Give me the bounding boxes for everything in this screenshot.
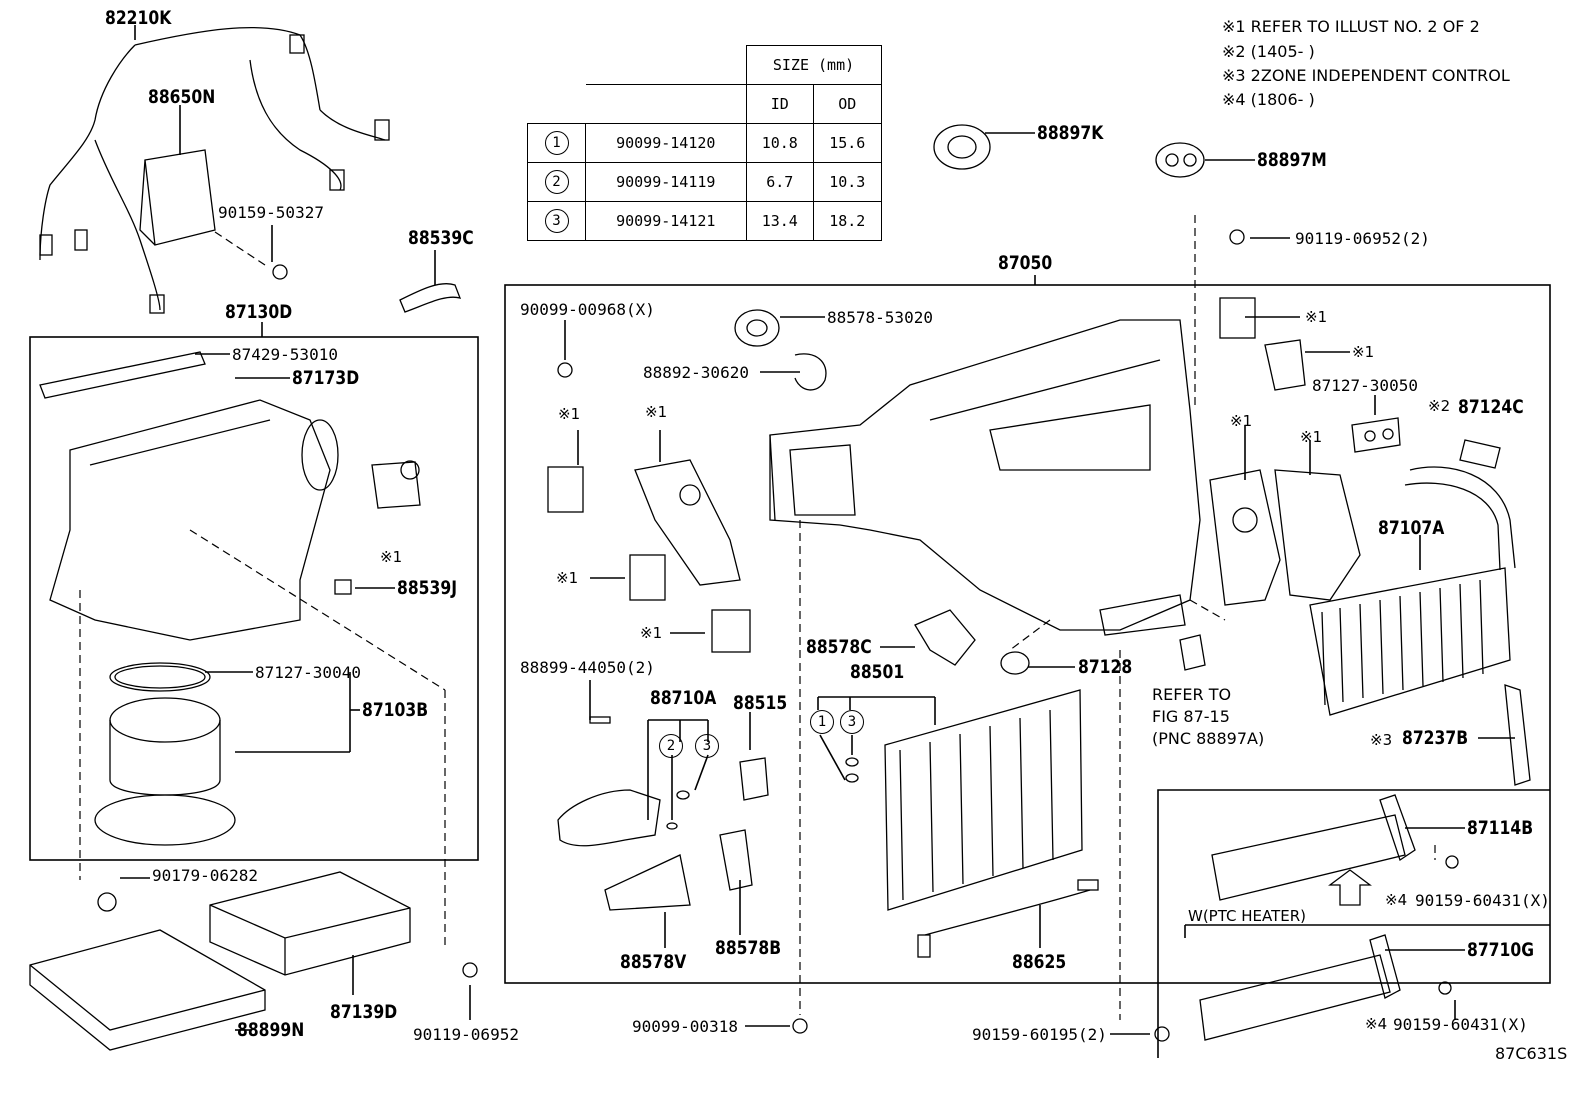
row-number: 3 (544, 209, 569, 233)
illustration-code: 87C631S (1495, 1044, 1568, 1063)
label-87050[interactable]: 87050 (998, 252, 1053, 274)
mark-ref1: ※1 (1352, 343, 1375, 361)
label-88539c[interactable]: 88539C (408, 227, 474, 249)
label-90159-60431x-b[interactable]: 90159-60431(X) (1393, 1015, 1528, 1034)
label-87103b[interactable]: 87103B (362, 699, 429, 721)
label-88650n[interactable]: 88650N (148, 86, 216, 108)
note-3: ※3 2ZONE INDEPENDENT CONTROL (1222, 66, 1510, 85)
row-id: 13.4 (745, 201, 814, 241)
label-88625[interactable]: 88625 (1012, 951, 1067, 973)
label-88578v[interactable]: 88578V (620, 951, 687, 973)
row-id: 10.8 (745, 123, 814, 163)
label-87124c[interactable]: 87124C (1458, 396, 1524, 418)
label-88578b[interactable]: 88578B (715, 937, 782, 959)
row-id: 6.7 (745, 162, 814, 202)
label-87128[interactable]: 87128 (1078, 656, 1133, 678)
label-87127-30050[interactable]: 87127-30050 (1312, 376, 1418, 395)
box-ptc (1157, 789, 1550, 1058)
refer-line-1: REFER TO (1152, 685, 1232, 704)
row-od: 18.2 (813, 201, 882, 241)
table-row: 1 90099-14120 10.8 15.6 (527, 123, 882, 163)
label-87710g[interactable]: 87710G (1467, 939, 1534, 961)
label-88897m[interactable]: 88897M (1257, 149, 1327, 171)
size-header: SIZE (mm) (745, 45, 882, 85)
note-4: ※4 (1806- ) (1222, 90, 1315, 109)
circle-number: 2 (659, 734, 683, 758)
mark-ref2: ※2 (1428, 397, 1451, 415)
label-87127-30040[interactable]: 87127-30040 (255, 663, 361, 682)
label-87139d[interactable]: 87139D (330, 1001, 398, 1023)
label-88539j[interactable]: 88539J (397, 577, 458, 599)
label-90179-06282[interactable]: 90179-06282 (152, 866, 258, 885)
label-90159-60195-2[interactable]: 90159-60195(2) (972, 1025, 1107, 1044)
table-row: 2 90099-14119 6.7 10.3 (527, 162, 882, 202)
mark-ref1: ※1 (1230, 412, 1253, 430)
mark-ref1: ※1 (645, 403, 668, 421)
mark-ref1: ※1 (556, 569, 579, 587)
mark-ref4: ※4 (1365, 1015, 1388, 1033)
label-90159-50327[interactable]: 90159-50327 (218, 203, 324, 222)
label-88710a[interactable]: 88710A (650, 687, 717, 709)
ptc-heater-label: W(PTC HEATER) (1188, 907, 1307, 925)
circle-number: 1 (810, 710, 834, 734)
row-od: 10.3 (813, 162, 882, 202)
label-88578-53020[interactable]: 88578-53020 (827, 308, 933, 327)
label-87107a[interactable]: 87107A (1378, 517, 1445, 539)
label-87114b[interactable]: 87114B (1467, 817, 1534, 839)
mark-ref1: ※1 (380, 548, 403, 566)
label-88899n[interactable]: 88899N (237, 1019, 305, 1041)
label-88892-30620[interactable]: 88892-30620 (643, 363, 749, 382)
label-87429-53010[interactable]: 87429-53010 (232, 345, 338, 364)
mark-ref1: ※1 (1305, 308, 1328, 326)
size-table: SIZE (mm) ID OD 1 90099-14120 10.8 15.6 … (527, 45, 882, 241)
label-82210k[interactable]: 82210K (105, 7, 172, 29)
row-part: 90099-14121 (585, 201, 747, 241)
label-90099-00318[interactable]: 90099-00318 (632, 1017, 738, 1036)
component-sketches (29, 26, 1531, 1051)
mark-ref3: ※3 (1370, 731, 1393, 749)
refer-line-3: (PNC 88897A) (1152, 729, 1265, 748)
row-number: 2 (544, 170, 569, 194)
refer-line-2: FIG 87-15 (1152, 707, 1230, 726)
label-90119-06952-2[interactable]: 90119-06952(2) (1295, 229, 1430, 248)
label-88515[interactable]: 88515 (733, 692, 788, 714)
mark-ref1: ※1 (558, 405, 581, 423)
label-88578c[interactable]: 88578C (806, 636, 872, 658)
label-90099-00968x[interactable]: 90099-00968(X) (520, 300, 655, 319)
circle-number: 3 (840, 710, 864, 734)
label-88501[interactable]: 88501 (850, 661, 905, 683)
row-number: 1 (544, 131, 569, 155)
table-row: 3 90099-14121 13.4 18.2 (527, 201, 882, 241)
note-1: ※1 REFER TO ILLUST NO. 2 OF 2 (1222, 17, 1480, 36)
mark-ref1: ※1 (1300, 428, 1323, 446)
label-88899-44050-2[interactable]: 88899-44050(2) (520, 658, 655, 677)
box-87130d (29, 336, 479, 861)
label-90119-06952[interactable]: 90119-06952 (413, 1025, 519, 1044)
mark-ref1: ※1 (640, 624, 663, 642)
box-87050 (504, 284, 1551, 984)
label-87130d[interactable]: 87130D (225, 301, 293, 323)
row-part: 90099-14120 (585, 123, 747, 163)
mark-ref4: ※4 (1385, 891, 1408, 909)
row-od: 15.6 (813, 123, 882, 163)
circle-number: 3 (695, 734, 719, 758)
label-90159-60431x-a[interactable]: 90159-60431(X) (1415, 891, 1550, 910)
label-87237b[interactable]: 87237B (1402, 727, 1469, 749)
label-87173d[interactable]: 87173D (292, 367, 360, 389)
od-header: OD (813, 84, 882, 124)
label-88897k[interactable]: 88897K (1037, 122, 1104, 144)
row-part: 90099-14119 (585, 162, 747, 202)
note-2: ※2 (1405- ) (1222, 42, 1315, 61)
id-header: ID (745, 84, 814, 124)
